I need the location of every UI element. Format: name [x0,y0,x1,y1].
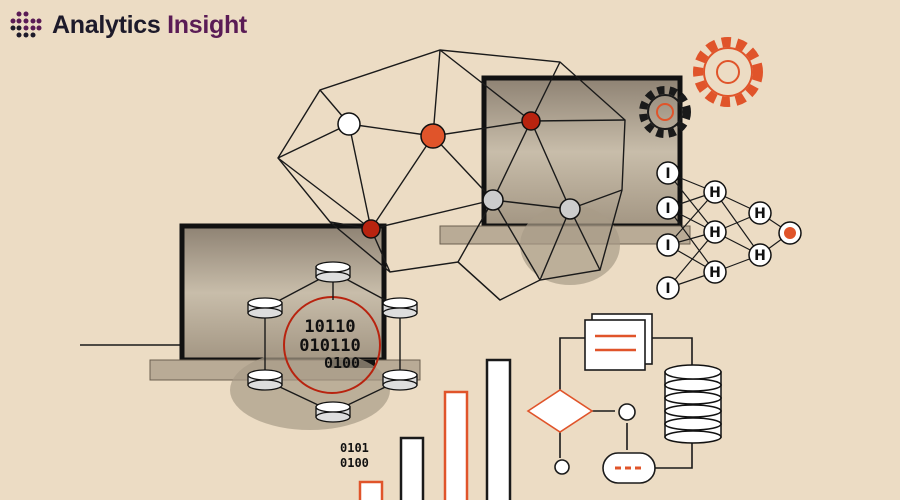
neural-net-links [667,172,791,289]
database-node-icon [382,369,418,391]
database-node-icon [247,297,283,319]
input-node: I [656,161,680,185]
node-grey [559,198,581,220]
flowchart [526,313,693,484]
svg-text:I: I [665,238,670,254]
hidden-node: H [748,201,772,225]
node-red [361,219,381,239]
hidden-node: H [703,180,727,204]
input-node: I [656,233,680,257]
input-node: I [656,196,680,220]
logo-word-1: Analytics [52,10,161,39]
bar-chart-illustration [358,358,512,500]
binary-line-3: 0100 [324,354,360,372]
database-node-icon [247,369,283,391]
svg-text:H: H [754,206,766,222]
binary-line-2: 010110 [299,336,360,356]
database-node-icon [315,401,351,423]
brain-network [277,49,626,301]
logo-grid-icon [10,11,42,38]
node-grey [482,189,504,211]
svg-text:H: H [709,225,721,241]
hidden-node: H [748,243,772,267]
svg-text:H: H [709,265,721,281]
database-icon [664,364,722,444]
hidden-node: H [703,220,727,244]
analytics-insight-logo: Analytics Insight [10,10,247,40]
svg-text:I: I [665,201,670,217]
gear-icon [693,37,763,107]
binary-small-2: 0100 [340,456,369,470]
input-node: I [656,276,680,300]
svg-text:I: I [665,166,670,182]
binary-line-1: 10110 [304,317,355,337]
logo-text: Analytics Insight [52,11,247,40]
svg-text:H: H [709,185,721,201]
svg-text:I: I [665,281,670,297]
binary-circle [283,296,381,394]
node-orange [420,123,446,149]
database-node-icon [315,261,351,283]
hidden-node: H [703,260,727,284]
svg-text:H: H [754,248,766,264]
gear-icon [639,86,691,138]
node-red [521,111,541,131]
logo-word-2: Insight [167,10,247,39]
database-node-icon [382,297,418,319]
node-white [337,112,361,136]
binary-small-1: 0101 [340,441,369,455]
